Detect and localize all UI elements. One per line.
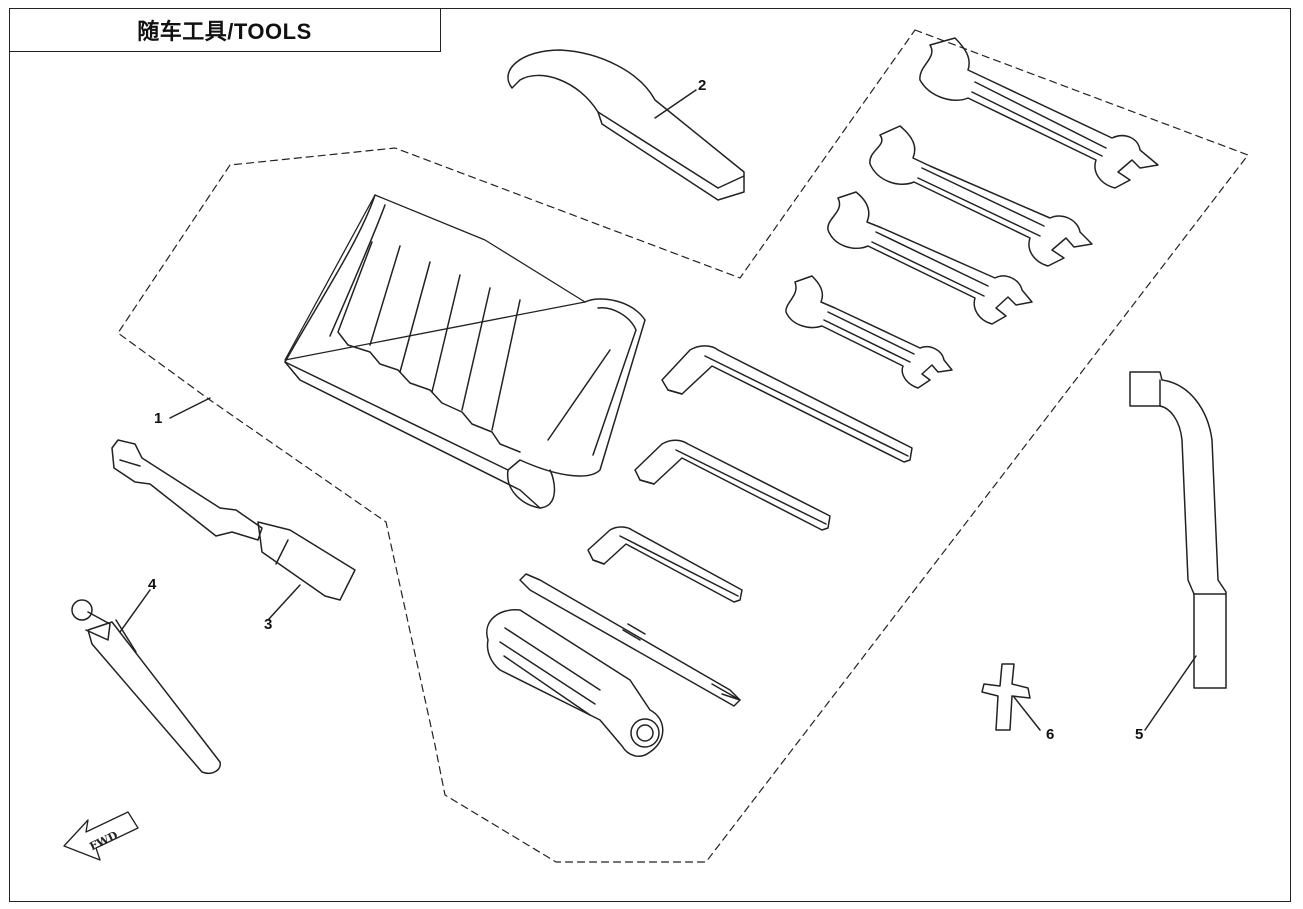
drawing-frame [9, 8, 1291, 902]
fwd-label: FWD [87, 828, 120, 853]
leader-lines [119, 89, 1197, 731]
title-block: 随车工具/TOOLS [9, 8, 441, 52]
screwdriver-bit [519, 573, 741, 707]
callout-5: 5 [1135, 726, 1144, 743]
wrench-3 [827, 191, 1033, 325]
callout-6: 6 [1046, 726, 1055, 743]
plug-tool [71, 599, 221, 774]
hex-key-set [587, 345, 913, 603]
wrench-set [785, 37, 1159, 389]
callout-1: 1 [154, 410, 163, 427]
hook-spanner [507, 49, 745, 201]
wrench-4 [785, 275, 953, 389]
drawing-title: 随车工具/TOOLS [137, 18, 312, 44]
socket-wrench [111, 439, 356, 601]
hex-key-medium [634, 439, 831, 531]
tool-roll-bag [284, 194, 646, 509]
kit-boundary [117, 29, 1249, 863]
screwdriver-handle [486, 609, 664, 757]
hex-key-large [661, 345, 913, 463]
wrench-1 [919, 37, 1159, 189]
wrench-2 [869, 125, 1093, 267]
callout-2: 2 [698, 77, 707, 94]
box-wrench [1129, 371, 1227, 689]
hex-key-small [587, 526, 743, 603]
fwd-direction-arrow: FWD [63, 811, 139, 861]
callout-3: 3 [264, 616, 273, 633]
small-part [981, 663, 1031, 731]
callout-4: 4 [148, 576, 157, 593]
